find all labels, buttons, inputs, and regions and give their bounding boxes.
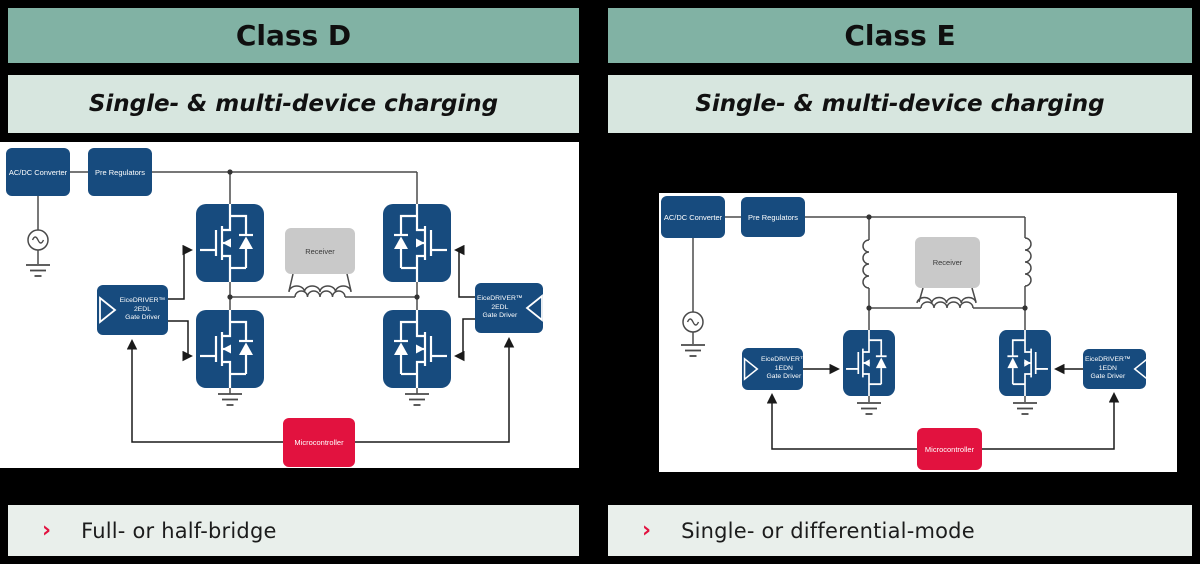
receiver-block: Receiver [285, 228, 355, 274]
class-d-footer: › Full- or half-bridge [8, 505, 579, 556]
gate-driver-label: EiceDRIVER™ 1EDN Gate Driver [759, 356, 809, 382]
gate-driver-block-right: EiceDRIVER™ 1EDN Gate Driver [1083, 349, 1148, 389]
class-d-circuit-diagram: AC/DC Converter Pre Regulators Receiver [0, 142, 579, 468]
class-e-subtitle: Single- & multi-device charging [695, 91, 1105, 117]
acdc-converter-block: AC/DC Converter [661, 196, 725, 238]
ground-icon [1012, 402, 1038, 415]
gate-driver-block-left: EiceDRIVER™ 1EDN Gate Driver [742, 348, 807, 390]
chevron-bullet-icon: › [642, 518, 652, 543]
class-e-footer-text: Single- or differential-mode [681, 518, 975, 543]
mosfet-icon [843, 330, 895, 396]
microcontroller-label: Microcontroller [294, 438, 344, 447]
ac-source-icon [682, 311, 704, 333]
gate-driver-triangle-icon [525, 294, 543, 322]
class-e-circuit-diagram: AC/DC Converter Pre Regulators Receiver … [659, 193, 1177, 472]
gate-driver-triangle-icon [99, 296, 117, 324]
driver-part: 2EDL [491, 303, 509, 311]
class-d-title: Class D [235, 19, 352, 52]
driver-role: Gate Driver [482, 312, 518, 320]
pre-regulators-label: Pre Regulators [94, 167, 146, 177]
driver-role: Gate Driver [1090, 373, 1126, 381]
acdc-converter-label: AC/DC Converter [8, 167, 68, 177]
microcontroller-label: Microcontroller [924, 444, 975, 454]
receiver-label: Receiver [305, 246, 335, 256]
ground-icon [856, 402, 882, 415]
receiver-label: Receiver [932, 258, 963, 267]
acdc-converter-block: AC/DC Converter [6, 148, 70, 196]
class-d-footer-text: Full- or half-bridge [81, 518, 277, 543]
receiver-block: Receiver [915, 237, 980, 288]
class-d-subtitle-bar: Single- & multi-device charging [8, 75, 579, 133]
ground-icon [680, 344, 706, 357]
ground-icon [25, 264, 51, 277]
microcontroller-block: Microcontroller [917, 428, 982, 470]
ac-source-icon [27, 229, 49, 251]
driver-part: 2EDL [133, 305, 151, 313]
gate-driver-label: EiceDRIVER™ 2EDL Gate Driver [475, 295, 525, 321]
gate-driver-label: EiceDRIVER™ 1EDN Gate Driver [1083, 356, 1133, 382]
driver-brand: EiceDRIVER™ [119, 296, 166, 304]
class-e-wiring [680, 214, 1120, 450]
class-e-title: Class E [844, 19, 956, 52]
gate-driver-label: EiceDRIVER™ 2EDL Gate Driver [117, 297, 168, 323]
class-e-subtitle-bar: Single- & multi-device charging [608, 75, 1192, 133]
driver-part: 1EDN [1098, 364, 1117, 372]
mosfet-icon-mirrored [383, 204, 451, 282]
driver-brand: EiceDRIVER™ [477, 294, 523, 302]
mosfet-icon-mirrored [383, 310, 451, 388]
mosfet-icon-mirrored [999, 330, 1051, 396]
pre-regulators-label: Pre Regulators [747, 212, 799, 222]
driver-role: Gate Driver [766, 373, 802, 381]
mosfet-icon [196, 310, 264, 388]
driver-part: 1EDN [774, 364, 793, 372]
microcontroller-block: Microcontroller [283, 418, 355, 467]
driver-brand: EiceDRIVER™ [1085, 355, 1131, 363]
mosfet-icon [196, 204, 264, 282]
gate-driver-triangle-icon [1133, 357, 1148, 381]
class-d-wiring [25, 169, 515, 443]
ground-icon [217, 393, 243, 406]
class-e-header: Class E [608, 8, 1192, 63]
gate-driver-block-right: EiceDRIVER™ 2EDL Gate Driver [475, 283, 543, 333]
acdc-converter-label: AC/DC Converter [663, 212, 723, 222]
driver-brand: EiceDRIVER™ [761, 355, 807, 363]
pre-regulators-block: Pre Regulators [741, 197, 805, 237]
gate-driver-triangle-icon [743, 357, 759, 381]
driver-role: Gate Driver [125, 314, 160, 322]
chevron-bullet-icon: › [42, 518, 52, 543]
class-d-subtitle: Single- & multi-device charging [88, 91, 499, 117]
pre-regulators-block: Pre Regulators [88, 148, 152, 196]
class-d-header: Class D [8, 8, 579, 63]
class-e-footer: › Single- or differential-mode [608, 505, 1192, 556]
ground-icon [404, 393, 430, 406]
gate-driver-block-left: EiceDRIVER™ 2EDL Gate Driver [97, 285, 168, 335]
